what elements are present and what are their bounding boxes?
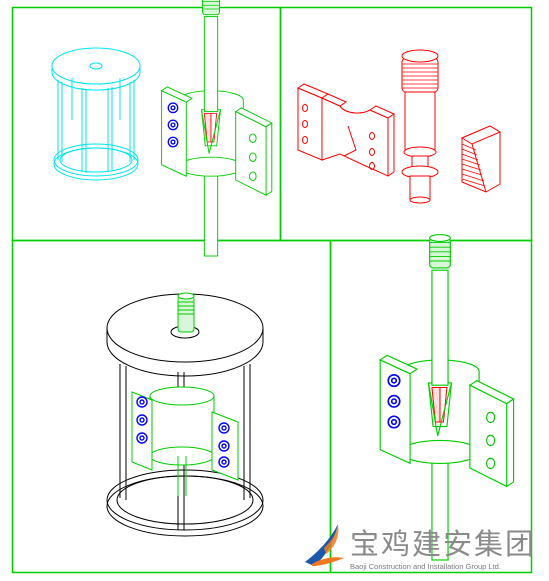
split-bracket-part: [296, 83, 396, 177]
wedge-block-part: [460, 125, 502, 193]
cyan-cage-drawing: [51, 47, 141, 181]
company-name-cn: 宝鸡建安集团: [350, 527, 536, 561]
company-logo-icon: [305, 524, 344, 566]
clamp-assembly-top-left: [160, 0, 273, 257]
assembled-fixture: [106, 292, 264, 537]
clamp-assembly-bottom-right: [379, 233, 515, 561]
threaded-pin-part: [401, 49, 439, 204]
company-watermark: 宝鸡建安集团 Baoji Construction and Installati…: [305, 524, 536, 571]
company-name-en: Baoji Construction and Installation Grou…: [350, 562, 501, 571]
